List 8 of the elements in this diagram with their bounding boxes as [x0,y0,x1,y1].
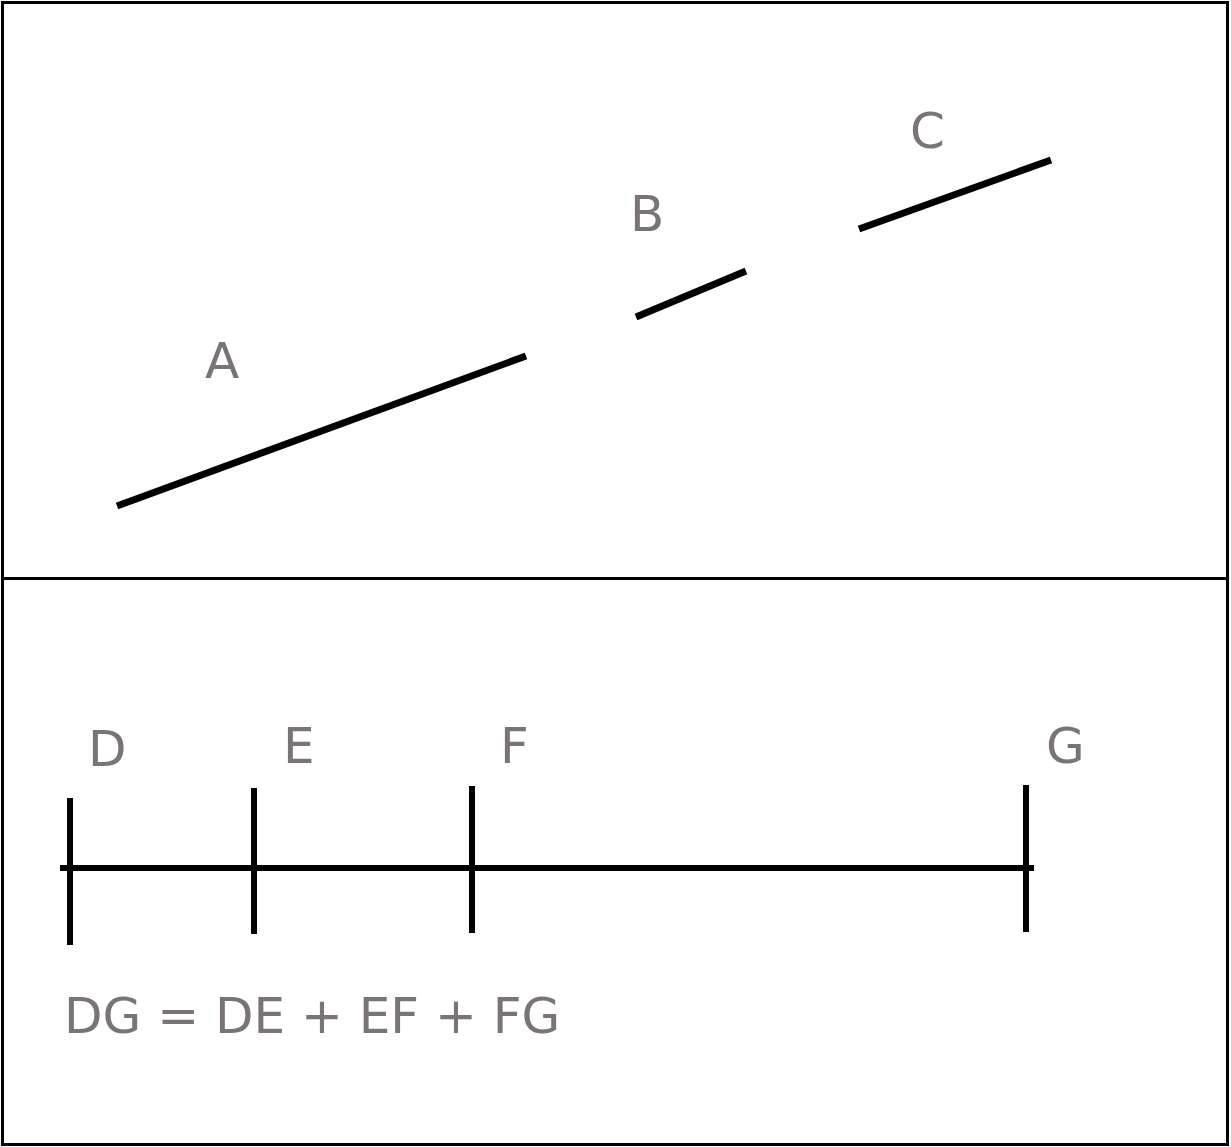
point-label: G [1046,721,1085,771]
point-label: F [500,721,529,771]
point-label: D [88,724,127,774]
equation-text: DG = DE + EF + FG [64,991,561,1041]
segment-label: A [205,336,240,386]
point-label: E [283,721,315,771]
segment-label: B [630,189,665,239]
segment-label: C [910,106,945,156]
